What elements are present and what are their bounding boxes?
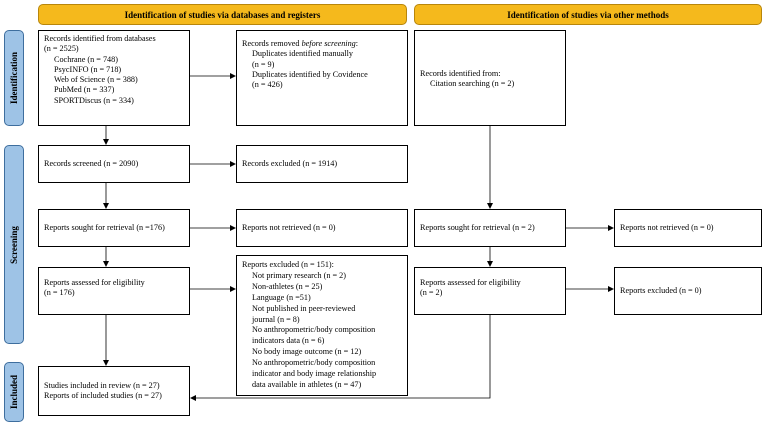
phase-identification-label: Identification bbox=[9, 51, 19, 105]
excluded-reason-6: No body image outcome (n = 12) bbox=[252, 347, 362, 357]
phase-included-label: Included bbox=[9, 374, 19, 410]
removed-line-4: (n = 426) bbox=[252, 80, 283, 90]
other-reports-sought-text: Reports sought for retrieval (n = 2) bbox=[420, 222, 535, 232]
box-other-reports-sought: Reports sought for retrieval (n = 2) bbox=[414, 209, 566, 247]
excluded-reason-3: Language (n =51) bbox=[252, 292, 311, 302]
db-line-sportdiscus: SPORTDiscus (n = 334) bbox=[54, 95, 134, 105]
removed-line-2: (n = 9) bbox=[252, 59, 275, 69]
studies-included-text: Studies included in review (n = 27) bbox=[44, 381, 160, 390]
other-reports-assessed-line2: (n = 2) bbox=[420, 288, 443, 298]
excluded-reason-7c: data available in athletes (n = 47) bbox=[252, 379, 362, 389]
box-records-screened: Records screened (n = 2090) bbox=[38, 145, 190, 183]
records-identified-title: Records identified from databases bbox=[44, 34, 156, 43]
excluded-reason-4b: journal (n = 8) bbox=[252, 314, 300, 324]
header-databases: Identification of studies via databases … bbox=[38, 4, 407, 25]
phase-screening-label: Screening bbox=[9, 225, 19, 264]
records-removed-title: Records removed before screening: bbox=[242, 39, 402, 49]
excluded-reason-4a: Not published in peer-reviewed bbox=[252, 303, 356, 313]
header-databases-label: Identification of studies via databases … bbox=[124, 9, 321, 20]
records-identified-total: (n = 2525) bbox=[44, 44, 79, 54]
box-other-records-identified: Records identified from: Citation search… bbox=[414, 30, 566, 126]
removed-line-3: Duplicates identified by Covidence bbox=[252, 69, 368, 79]
box-reports-sought: Reports sought for retrieval (n =176) bbox=[38, 209, 190, 247]
db-line-psycinfo: PsycINFO (n = 718) bbox=[54, 64, 122, 74]
records-screened-text: Records screened (n = 2090) bbox=[44, 158, 139, 168]
other-records-title: Records identified from: bbox=[420, 69, 501, 78]
excluded-reason-5a: No anthropometric/body composition bbox=[252, 325, 376, 335]
box-records-excluded: Records excluded (n = 1914) bbox=[236, 145, 408, 183]
box-records-removed: Records removed before screening: Duplic… bbox=[236, 30, 408, 126]
box-other-reports-assessed: Reports assessed for eligibility (n = 2) bbox=[414, 267, 566, 315]
other-records-citation: Citation searching (n = 2) bbox=[430, 79, 515, 89]
db-line-cochrane: Cochrane (n = 748) bbox=[54, 54, 118, 64]
records-removed-emph: before screening bbox=[301, 39, 356, 48]
header-other-label: Identification of studies via other meth… bbox=[507, 9, 669, 20]
box-reports-excluded: Reports excluded (n = 151): Not primary … bbox=[236, 255, 408, 396]
phase-identification: Identification bbox=[4, 30, 24, 126]
db-line-pubmed: PubMed (n = 337) bbox=[54, 85, 115, 95]
header-other-methods: Identification of studies via other meth… bbox=[414, 4, 762, 25]
excluded-reason-5b: indicators data (n = 6) bbox=[252, 336, 325, 346]
box-reports-not-retrieved: Reports not retrieved (n = 0) bbox=[236, 209, 408, 247]
box-other-reports-excluded: Reports excluded (n = 0) bbox=[614, 267, 762, 315]
excluded-reason-7a: No anthropometric/body composition bbox=[252, 358, 376, 368]
excluded-reason-1: Not primary research (n = 2) bbox=[252, 270, 346, 280]
box-reports-assessed: Reports assessed for eligibility (n = 17… bbox=[38, 267, 190, 315]
box-studies-included: Studies included in review (n = 27) Repo… bbox=[38, 366, 190, 416]
reports-assessed-line1: Reports assessed for eligibility bbox=[44, 278, 145, 287]
reports-excluded-title: Reports excluded (n = 151): bbox=[242, 260, 334, 269]
box-other-reports-not-retrieved: Reports not retrieved (n = 0) bbox=[614, 209, 762, 247]
other-reports-assessed-line1: Reports assessed for eligibility bbox=[420, 278, 521, 287]
reports-sought-text: Reports sought for retrieval (n =176) bbox=[44, 222, 165, 232]
removed-line-1: Duplicates identified manually bbox=[252, 49, 353, 59]
other-reports-excluded-text: Reports excluded (n = 0) bbox=[620, 285, 702, 295]
records-excluded-text: Records excluded (n = 1914) bbox=[242, 158, 338, 168]
box-records-identified: Records identified from databases (n = 2… bbox=[38, 30, 190, 126]
records-removed-prefix: Records removed bbox=[242, 39, 302, 48]
excluded-reason-7b: indicator and body image relationship bbox=[252, 369, 377, 379]
reports-not-retrieved-text: Reports not retrieved (n = 0) bbox=[242, 222, 336, 232]
phase-screening: Screening bbox=[4, 145, 24, 344]
records-removed-suffix: : bbox=[355, 39, 359, 48]
other-reports-not-retrieved-text: Reports not retrieved (n = 0) bbox=[620, 222, 714, 232]
reports-assessed-line2: (n = 176) bbox=[44, 288, 75, 298]
db-line-wos: Web of Science (n = 388) bbox=[54, 75, 138, 85]
phase-included: Included bbox=[4, 362, 24, 422]
reports-included-text: Reports of included studies (n = 27) bbox=[44, 391, 162, 401]
excluded-reason-2: Non-athletes (n = 25) bbox=[252, 281, 323, 291]
